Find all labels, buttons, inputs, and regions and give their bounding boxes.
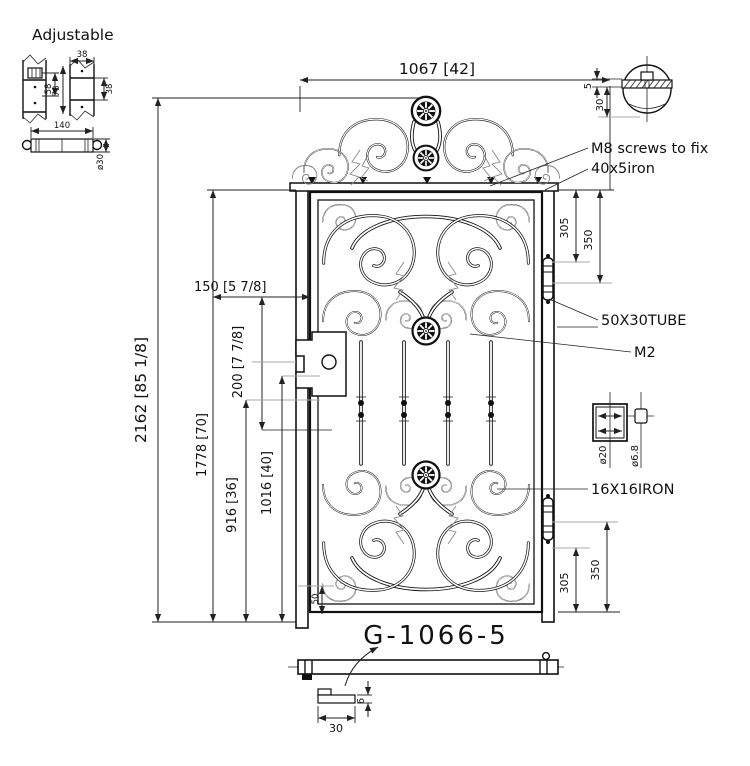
left-post-50x30-tube — [295, 184, 309, 629]
adjustable-hinge-detail: Adjustable 58 38 78 38 140 — [21, 26, 115, 170]
dim-1016: 1016 [40] — [260, 451, 275, 515]
hinge-pin-plan — [541, 651, 551, 661]
dim-leaf-height: 1778 [70] — [195, 413, 210, 477]
dim-916: 916 [36] — [225, 477, 240, 533]
screw-section-detail: 5 30 — [583, 56, 673, 122]
gate-leaf-inner-frame — [317, 199, 535, 605]
dim-adj-140: 140 — [54, 121, 70, 131]
pin-section — [634, 408, 648, 424]
gate-leaf-outer-frame — [308, 190, 544, 614]
dim-adj-38-right: 38 — [105, 84, 115, 95]
lock-cylinder-hole — [321, 354, 337, 370]
bar-section-detail: ø20 ø6.8 — [592, 392, 654, 468]
dim-adj-58: 58 — [44, 84, 54, 95]
m8-screw-head — [640, 71, 654, 81]
dim-adj-38-top: 38 — [77, 50, 88, 60]
interior-bars-16x16 — [356, 340, 496, 466]
gate-plan-bar — [297, 659, 559, 675]
dim-stop-30: 30 — [329, 722, 343, 735]
m8-screw-markers — [308, 177, 542, 184]
callout-m8-line1: M8 screws to fix — [591, 141, 709, 157]
right-post-50x30-tube — [541, 184, 555, 623]
dim-plate-5: 5 — [583, 83, 594, 89]
crest-rosette-lower — [412, 144, 440, 172]
dim-bottom-50: 50 — [311, 594, 321, 605]
dim-stop-6: 6 — [356, 698, 367, 704]
hinge-top — [542, 253, 554, 305]
dim-adj-78: 78 — [52, 86, 62, 97]
hinge-bottom — [542, 493, 554, 545]
stop-bracket-detail: 30 6 — [317, 681, 372, 735]
interior-scroll-cluster-bottom — [323, 462, 530, 602]
callout-16x16-iron: 16X16IRON — [591, 482, 674, 498]
crest-scrollwork — [292, 95, 560, 186]
crest-rosette-top — [410, 95, 442, 127]
interior-scroll-cluster-top — [322, 204, 530, 346]
dim-sq-d20: ø20 — [598, 446, 609, 465]
top-40x5-iron-bar — [289, 182, 559, 192]
stop-block-plan — [302, 674, 312, 680]
callouts: M8 screws to fix 40x5iron 50X30TUBE M2 1… — [469, 141, 709, 498]
dim-top-width: 1067 [42] — [399, 60, 475, 78]
dim-bot-350: 350 — [589, 560, 602, 581]
dim-sq-d68: ø6.8 — [630, 445, 641, 467]
callout-m2: M2 — [634, 345, 656, 361]
bottom-plan-view: 30 6 — [288, 646, 568, 735]
dimension-lines: 1067 [42] 2162 [85 1/8] 1778 [70] 150 [5… — [132, 60, 620, 623]
bar-collars — [356, 396, 496, 422]
dim-adj-d30: ø30 — [96, 154, 106, 170]
callout-50x30-tube: 50X30TUBE — [601, 313, 686, 329]
drawing-number: G-1066-5 — [363, 621, 509, 651]
dim-lock-side: 150 [5 7/8] — [194, 280, 266, 295]
dim-top-350: 350 — [582, 230, 595, 251]
callout-m8-line2: 40x5iron — [591, 161, 655, 177]
rotation-arrow — [344, 646, 379, 687]
gate-elevation — [289, 95, 560, 629]
dim-total-height: 2162 [85 1/8] — [132, 337, 150, 443]
dim-bot-305: 305 — [558, 573, 571, 594]
dim-lock-box: 200 [7 7/8] — [231, 326, 246, 398]
adjustable-title: Adjustable — [32, 26, 114, 44]
lock-box — [295, 331, 347, 397]
interior-rosette — [411, 316, 441, 346]
dim-top-305: 305 — [558, 218, 571, 239]
dim-plate-30: 30 — [595, 99, 606, 112]
